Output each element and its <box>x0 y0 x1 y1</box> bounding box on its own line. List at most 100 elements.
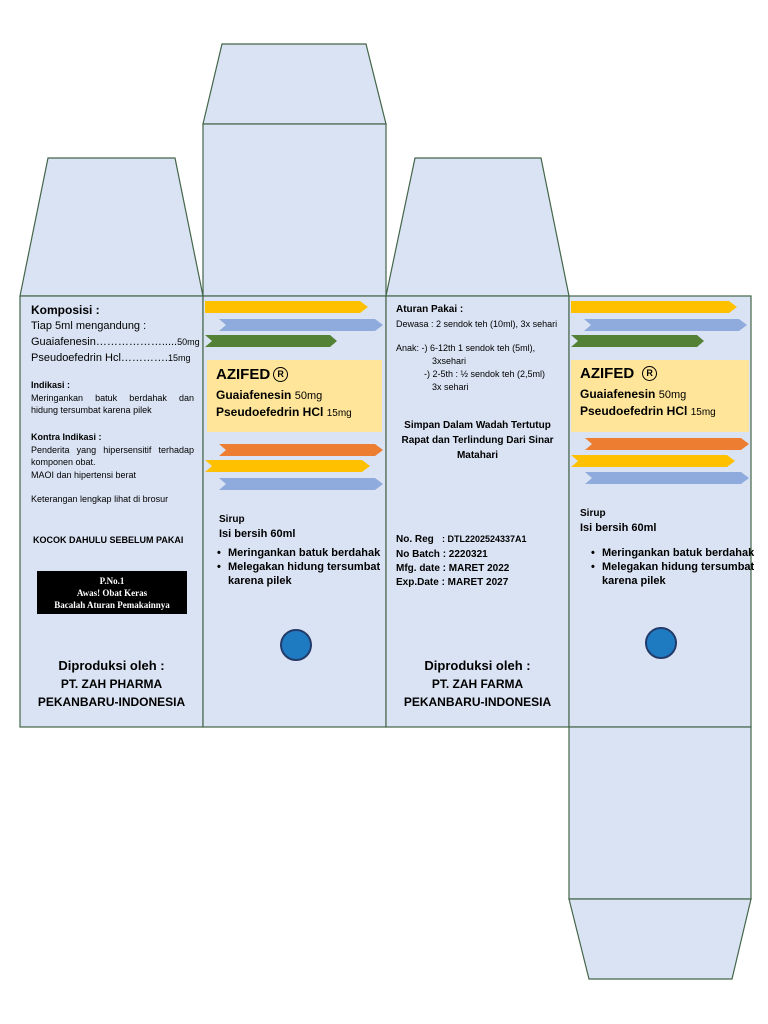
ingredient-name: Guaiafenesin <box>31 336 96 348</box>
dosage-child-2: -) 2-5th : ½ sendok teh (2,5ml) <box>424 369 546 379</box>
ingredient-line-2: Pseudoefedrin Hcl………….15mg <box>31 352 190 364</box>
komposisi-subtitle: Tiap 5ml mengandung : <box>31 320 147 332</box>
ingredient-name: Guaiafenesin <box>216 388 292 402</box>
exp-value: : MARET 2027 <box>441 577 509 588</box>
mfg-date-row: Mfg. date : MARET 2022 <box>396 563 509 574</box>
ingredient-dots: …………. <box>120 352 168 364</box>
mfg-label: Mfg. date <box>396 563 440 574</box>
manufacturer-city: PEKANBARU-INDONESIA <box>403 695 552 709</box>
warning-line: P.No.1 <box>99 576 125 586</box>
arrow-blue <box>584 319 747 331</box>
ingredient-name: Pseudoefedrin HCl <box>216 405 324 419</box>
back-arrows-top <box>571 301 747 347</box>
top-flap-side <box>385 157 570 297</box>
warning-line: Awas! Obat Keras <box>76 588 148 598</box>
active-ingredient-1: Guaiafenesin 50mg <box>580 387 686 401</box>
arrow-orange <box>219 444 383 456</box>
brand-box: AZIFED R Guaiafenesin 50mg Pseudoefedrin … <box>571 360 749 432</box>
active-ingredient-2: Pseudoefedrin HCl 15mg <box>580 404 716 418</box>
top-tuck-flap <box>202 43 387 125</box>
dosage-form: Sirup <box>580 508 606 519</box>
benefit-item: Melegakan hidung tersumbat karena pilek <box>217 560 390 588</box>
registered-icon: R <box>642 366 658 381</box>
left-panel <box>19 295 204 728</box>
brand-name: AZIFED <box>580 365 635 382</box>
registered-icon: R <box>273 367 289 382</box>
ingredient-line-1: Guaiafenesin……………….....50mg <box>31 336 200 348</box>
batch-value: : 2220321 <box>442 549 488 560</box>
ingredient-name: Pseudoefedrin HCl <box>580 404 688 418</box>
active-ingredient-1: Guaiafenesin 50mg <box>216 388 322 402</box>
arrow-blue <box>219 319 383 331</box>
dosage-form: Sirup <box>219 514 245 525</box>
dosage-child-1b: 3xsehari <box>432 356 467 366</box>
net-volume: Isi bersih 60ml <box>219 528 296 540</box>
benefit-item: Melegakan hidung tersumbat karena pilek <box>591 560 760 588</box>
mfg-value: : MARET 2022 <box>442 563 510 574</box>
ingredient-dots: ………………..... <box>95 336 178 348</box>
ingredient-dose: 15mg <box>167 353 191 363</box>
top-flap-left <box>19 157 204 297</box>
dosage-child-1: Anak: -) 6-12th 1 sendok teh (5ml), <box>396 343 536 353</box>
benefit-list: Meringankan batuk berdahak Melegakan hid… <box>216 546 390 588</box>
dosage-adult: Dewasa : 2 sendok teh (10ml), 3x sehari <box>396 319 558 329</box>
dosage-child-2b: 3x sehari <box>432 382 469 392</box>
kontra-title: Kontra Indikasi : <box>31 432 102 442</box>
arrow-green <box>571 335 704 347</box>
reg-value: : DTL2202524337A1 <box>442 534 527 544</box>
benefit-item: Meringankan batuk berdahak <box>591 546 760 560</box>
indikasi-text: Meringankan batuk berdahak dan hidung te… <box>31 393 194 415</box>
reg-label: No. Reg <box>396 534 434 545</box>
benefit-list: Meringankan batuk berdahak Melegakan hid… <box>590 546 760 588</box>
batch-number-row: No Batch : 2220321 <box>396 549 488 560</box>
komposisi-title: Komposisi : <box>31 303 100 317</box>
arrow-yellow <box>205 301 368 313</box>
benefit-item: Meringankan batuk berdahak <box>217 546 390 560</box>
ingredient-dose: 15mg <box>690 407 716 418</box>
arrow-orange <box>585 438 749 450</box>
arrow-green <box>205 335 337 347</box>
ingredient-name: Pseudoefedrin Hcl <box>31 352 121 364</box>
manufacturer-company: PT. ZAH FARMA <box>431 677 524 691</box>
top-tuck-panel <box>202 123 387 297</box>
exp-label: Exp.Date <box>396 577 439 588</box>
shake-instruction: KOCOK DAHULU SEBELUM PAKAI <box>33 535 184 545</box>
ingredient-dose: 50mg <box>658 389 687 401</box>
ingredient-name: Guaiafenesin <box>580 387 656 401</box>
indikasi-title: Indikasi : <box>31 380 71 390</box>
manufacturer-label: Diproduksi oleh : <box>58 658 165 673</box>
dosage-title: Aturan Pakai : <box>396 304 464 315</box>
arrow-yellow <box>571 455 735 467</box>
kontra-text-2: MAOI dan hipertensi berat <box>31 470 137 480</box>
front-arrows-mid <box>205 444 383 490</box>
blue-circle-icon <box>280 629 312 661</box>
back-arrows-mid <box>571 438 749 484</box>
reg-number-row: No. Reg : DTL2202524337A1 <box>396 534 527 545</box>
keterangan-text: Keterangan lengkap lihat di brosur <box>31 494 169 504</box>
arrow-blue <box>219 478 383 490</box>
net-volume: Isi bersih 60ml <box>580 522 657 534</box>
storage-instruction: Simpan Dalam Wadah Tertutup Rapat dan Te… <box>401 420 554 461</box>
ingredient-dose: 15mg <box>326 408 352 419</box>
front-arrows-top <box>205 301 383 347</box>
blue-circle-icon <box>645 627 677 659</box>
arrow-yellow <box>205 460 370 472</box>
exp-date-row: Exp.Date : MARET 2027 <box>396 577 508 588</box>
arrow-blue <box>585 472 749 484</box>
manufacturer-label: Diproduksi oleh : <box>424 658 531 673</box>
arrow-yellow <box>571 301 737 313</box>
ingredient-dose: 50mg <box>294 390 323 402</box>
side-panel <box>385 295 570 728</box>
bottom-panel <box>568 726 752 900</box>
hard-drug-warning: P.No.1 Awas! Obat Keras Bacalah Aturan P… <box>37 571 187 614</box>
bottom-tuck-flap <box>568 898 752 980</box>
warning-line: Bacalah Aturan Pemakainnya <box>54 600 170 610</box>
kontra-text: Penderita yang hipersensitif terhadap ko… <box>31 445 194 467</box>
brand-name-line: AZIFED R <box>580 365 658 383</box>
active-ingredient-2: Pseudoefedrin HCl 15mg <box>216 405 352 419</box>
brand-name: AZIFED <box>216 366 271 383</box>
manufacturer-company: PT. ZAH PHARMA <box>60 677 163 691</box>
